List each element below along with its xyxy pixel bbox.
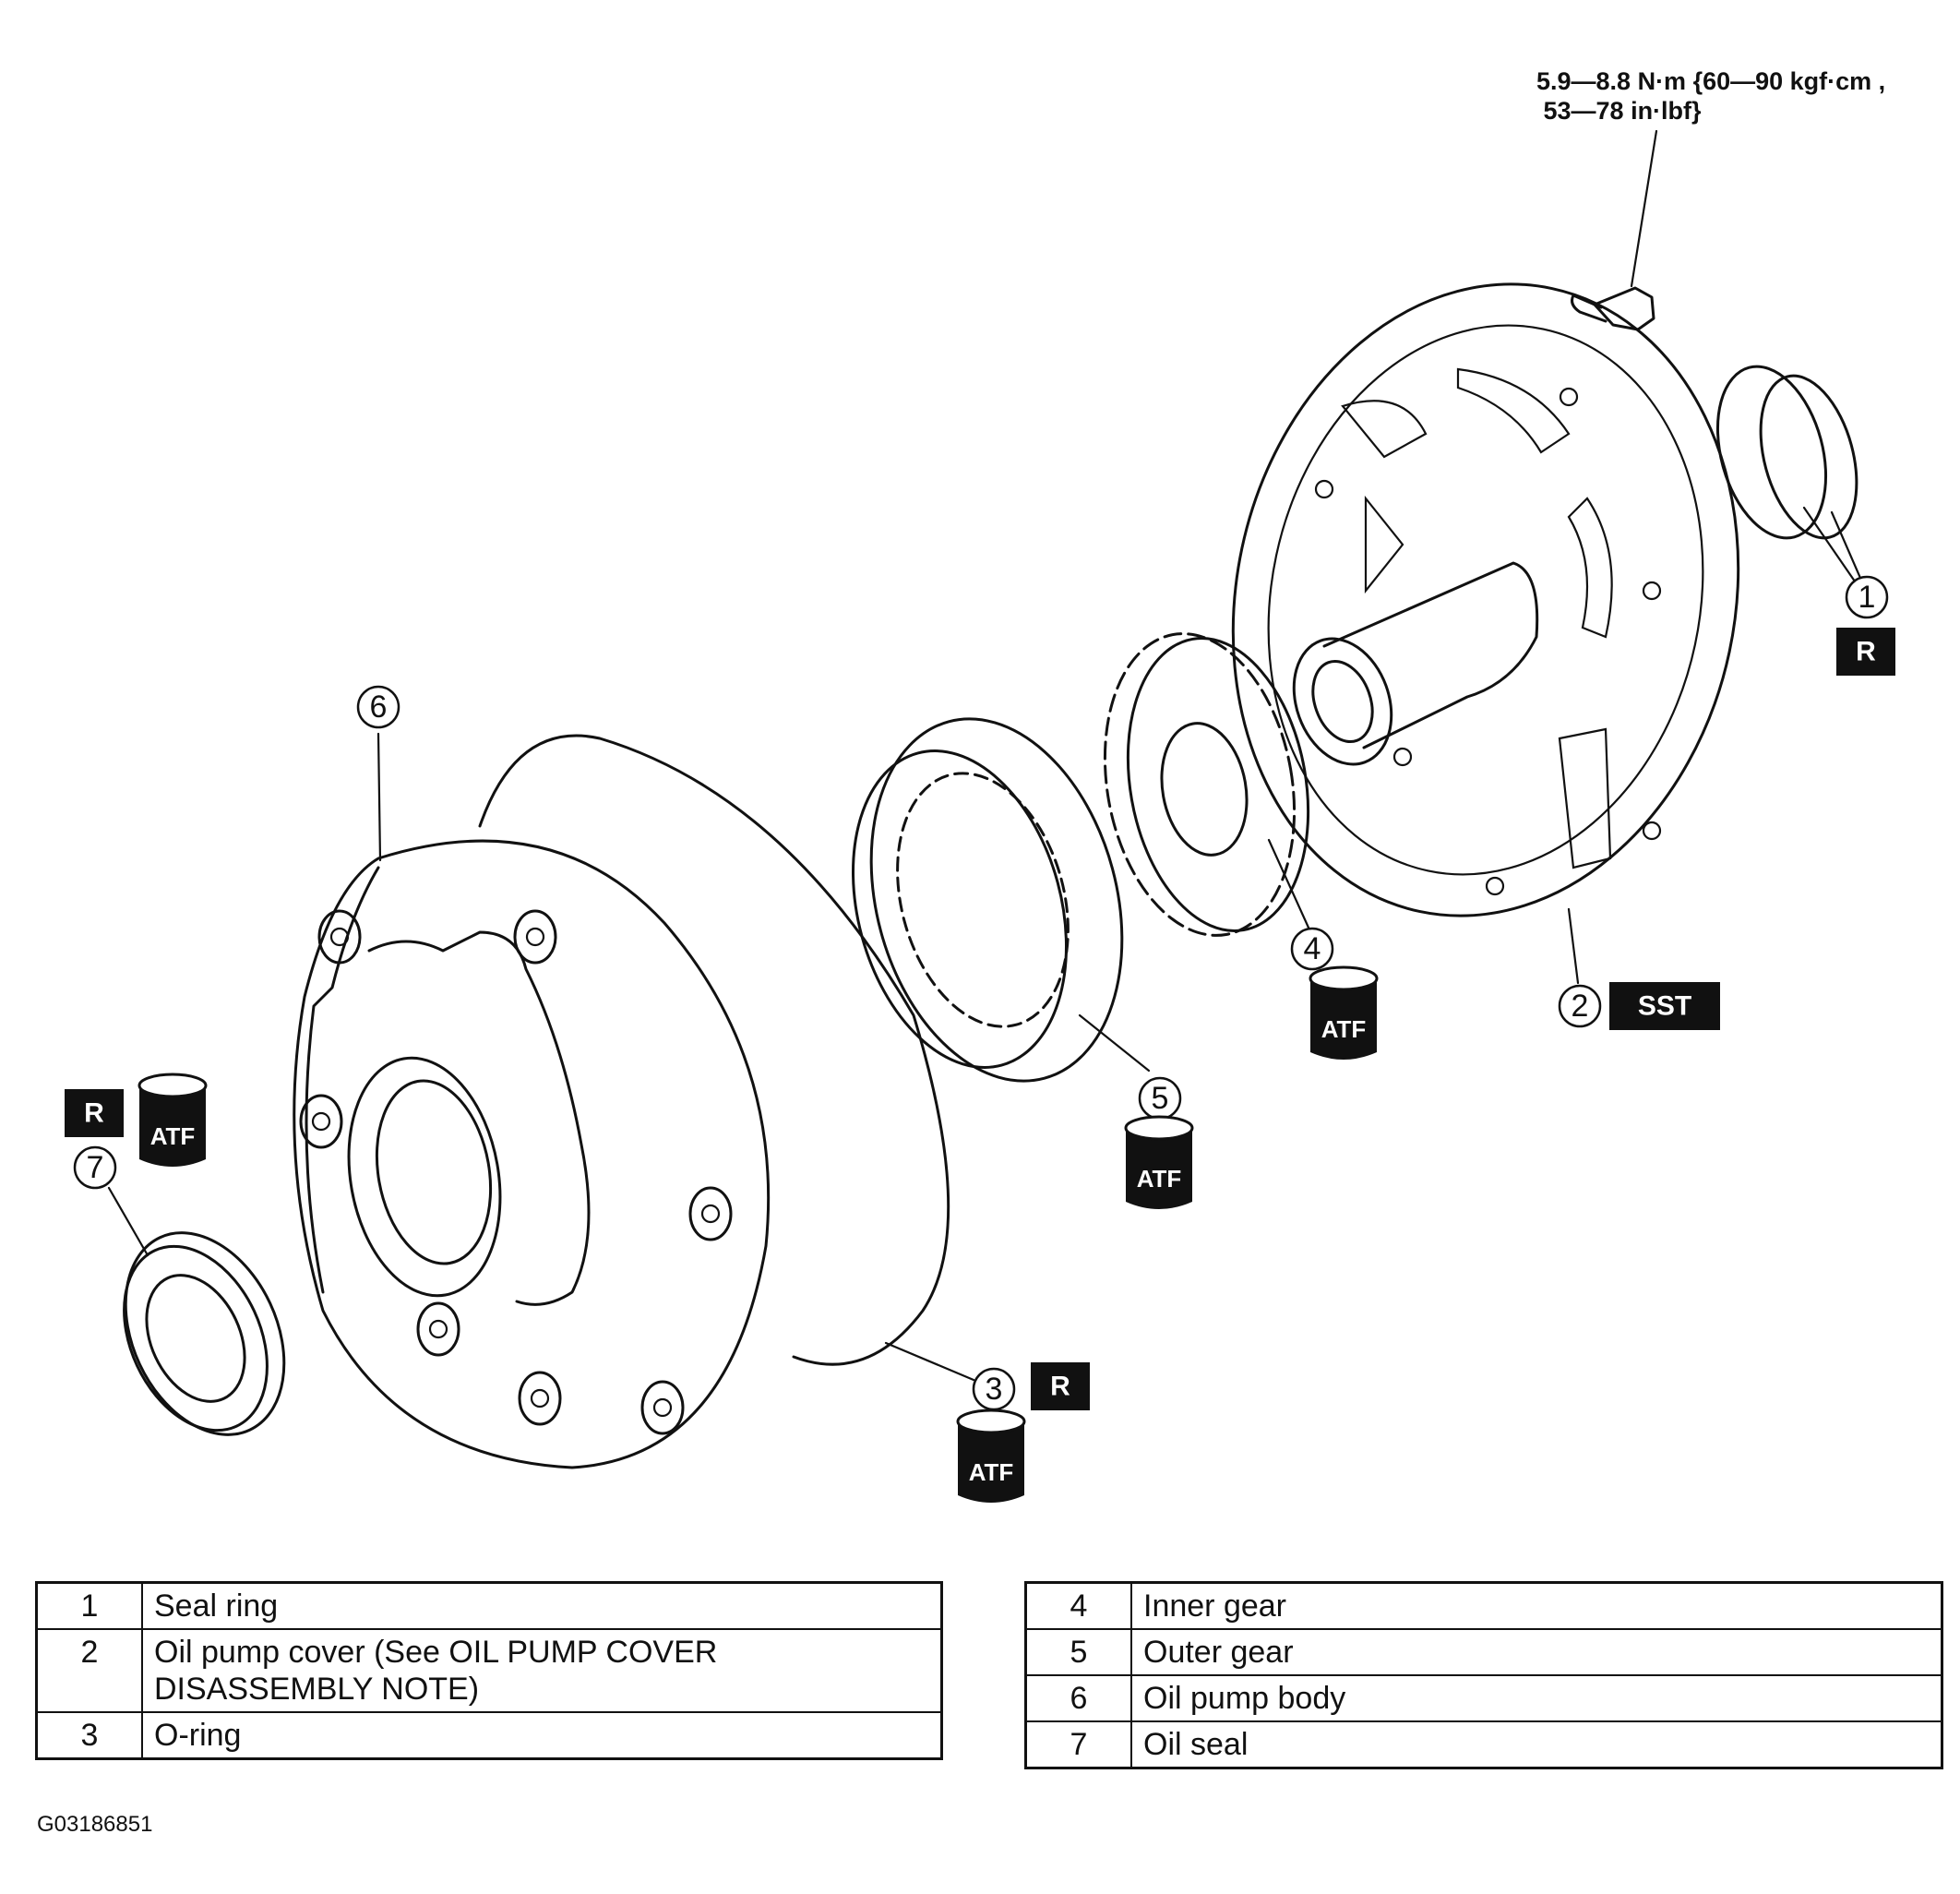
- bolt: [1571, 286, 1655, 331]
- o-ring-part: [478, 734, 950, 1366]
- callout-7: 7: [73, 1145, 117, 1190]
- callout-4: 4: [1290, 927, 1334, 971]
- parts-legend-right: 4 Inner gear 5 Outer gear 6 Oil pump bod…: [1024, 1581, 1943, 1769]
- part-number: 3: [35, 1711, 143, 1760]
- table-row: 3 O-ring: [35, 1711, 943, 1760]
- table-row: 1 Seal ring: [35, 1581, 943, 1630]
- atf-fluid-icon: ATF: [1309, 965, 1379, 1060]
- callout-1: 1: [1845, 575, 1889, 619]
- svg-text:5: 5: [1152, 1081, 1169, 1116]
- part-name: Oil pump body: [1130, 1674, 1943, 1722]
- svg-text:6: 6: [370, 689, 388, 725]
- parts-legend-left: 1 Seal ring 2 Oil pump cover (See OIL PU…: [35, 1581, 943, 1760]
- torque-spec-label: 5.9—8.8 N·m {60—90 kgf·cm , 53—78 in·lbf…: [1536, 67, 1886, 125]
- outer-gear-part: [851, 717, 1124, 1083]
- svg-text:R: R: [84, 1098, 104, 1129]
- svg-text:3: 3: [986, 1372, 1003, 1407]
- part-name: Inner gear: [1130, 1581, 1943, 1630]
- table-row: 4 Inner gear: [1024, 1581, 1943, 1630]
- svg-text:ATF: ATF: [1137, 1165, 1182, 1193]
- part-name: O-ring: [141, 1711, 943, 1760]
- svg-text:4: 4: [1304, 931, 1321, 966]
- svg-text:ATF: ATF: [1321, 1015, 1367, 1043]
- part-name: Oil seal: [1130, 1720, 1943, 1769]
- callout-6: 6: [356, 685, 400, 729]
- oil-pump-cover-part: [1231, 282, 1740, 917]
- callout-5: 5: [1138, 1076, 1182, 1121]
- part-number: 5: [1024, 1628, 1132, 1676]
- svg-text:R: R: [1050, 1372, 1070, 1402]
- part-number: 1: [35, 1581, 143, 1630]
- callout-2: 2: [1558, 984, 1602, 1028]
- replace-badge: R: [1836, 628, 1895, 676]
- part-number: 6: [1024, 1674, 1132, 1722]
- special-tool-badge: SST: [1609, 982, 1720, 1030]
- replace-badge: R: [1031, 1362, 1090, 1410]
- svg-text:SST: SST: [1638, 991, 1691, 1022]
- table-row: 7 Oil seal: [1024, 1720, 1943, 1769]
- oil-pump-body-part: [293, 839, 771, 1469]
- part-number: 2: [35, 1628, 143, 1713]
- atf-fluid-icon: ATF: [137, 1073, 208, 1167]
- table-row: 5 Outer gear: [1024, 1628, 1943, 1676]
- svg-text:ATF: ATF: [150, 1122, 196, 1150]
- part-name: Oil pump cover (See OIL PUMP COVER DISAS…: [141, 1628, 943, 1713]
- svg-text:R: R: [1856, 637, 1876, 667]
- inner-gear-part: [1103, 632, 1310, 937]
- atf-fluid-icon: ATF: [956, 1409, 1026, 1503]
- replace-badge: R: [65, 1089, 124, 1137]
- oil-seal-part: [123, 1231, 286, 1436]
- table-row: 6 Oil pump body: [1024, 1674, 1943, 1722]
- svg-text:2: 2: [1572, 989, 1589, 1024]
- svg-text:ATF: ATF: [969, 1458, 1014, 1486]
- part-number: 4: [1024, 1581, 1132, 1630]
- seal-ring-part: [1715, 365, 1858, 540]
- figure-id: G03186851: [37, 1812, 153, 1837]
- svg-text:1: 1: [1858, 580, 1876, 615]
- table-row: 2 Oil pump cover (See OIL PUMP COVER DIS…: [35, 1628, 943, 1713]
- part-number: 7: [1024, 1720, 1132, 1769]
- callout-3: 3: [972, 1367, 1016, 1411]
- part-name: Seal ring: [141, 1581, 943, 1630]
- atf-fluid-icon: ATF: [1124, 1115, 1194, 1209]
- part-name: Outer gear: [1130, 1628, 1943, 1676]
- svg-text:7: 7: [87, 1150, 104, 1185]
